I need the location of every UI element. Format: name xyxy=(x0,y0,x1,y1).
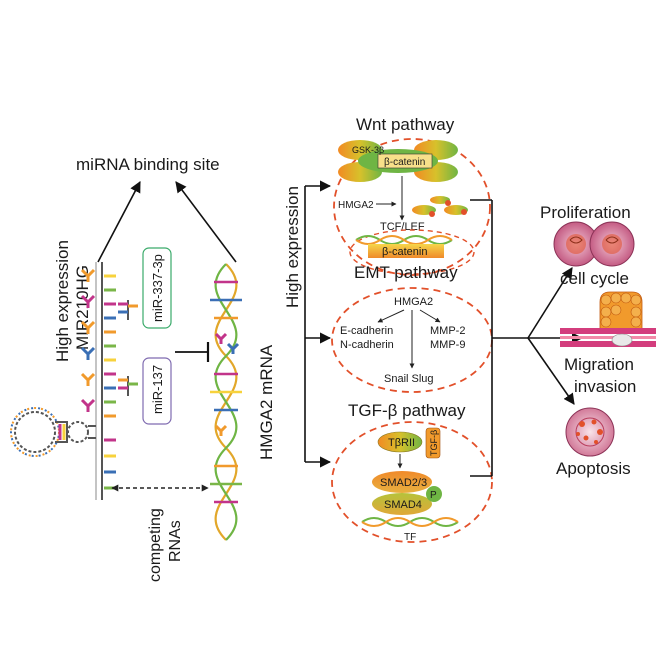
lncrna-hairpin-loop xyxy=(10,407,96,457)
dna-helix-wnt xyxy=(355,235,453,245)
high-expression-text: High expression xyxy=(283,186,302,308)
tf-label: TF xyxy=(404,532,416,543)
mir-137-text: miR-137 xyxy=(150,365,165,414)
wnt-pathway-title: Wnt pathway xyxy=(356,115,455,134)
smad4-label: SMAD4 xyxy=(384,499,422,511)
mir-337-3p-box xyxy=(142,247,172,329)
hmga2-mrna-text: HMGA2 mRNA xyxy=(257,344,276,460)
mir-337-3p-seed xyxy=(118,300,138,320)
snail-slug-label: Snail Slug xyxy=(384,373,434,385)
competing-text: competing xyxy=(147,508,164,582)
arrow-to-binding-site-left xyxy=(97,181,141,263)
beta-catenin-bottom-bar xyxy=(368,244,444,258)
gsk-3b-label: GSK-3β xyxy=(352,145,384,155)
migration-label: Migration xyxy=(564,355,634,374)
mir-337-3p-label: miR-337-3p xyxy=(150,254,165,322)
phospho-group xyxy=(426,486,442,502)
proliferation-label: Proliferation xyxy=(540,203,631,222)
emt-hmga2-label: HMGA2 xyxy=(394,296,433,308)
dna-helix-tgf xyxy=(361,517,459,527)
lncrna-mir210hg-strand xyxy=(80,262,116,500)
beta-catenin-fragments xyxy=(412,196,468,217)
tgf-pathway-ellipse xyxy=(331,421,493,543)
emt-arrow-right xyxy=(419,309,441,323)
tcf-lef-label: TCF/LEF xyxy=(380,221,425,233)
smad23-label: SMAD2/3 xyxy=(380,477,427,489)
rnas-text: RNAs xyxy=(167,520,184,562)
mir-337-3p-text: miR-337-3p xyxy=(150,254,165,322)
tgf-pathway-title: TGF-β pathway xyxy=(348,401,466,420)
arrow-to-apoptosis xyxy=(527,337,575,405)
mmp-2-label: MMP-2 xyxy=(430,325,465,337)
mirna-binding-site-label: miRNA binding site xyxy=(76,155,220,174)
gsk-beta-catenin-complex xyxy=(338,140,458,182)
tgf-beta-ligand-label: TGF-β xyxy=(429,430,439,456)
beta-catenin-top-label: β-catenin xyxy=(384,157,425,168)
migration-invasion-icon xyxy=(560,291,656,347)
arrow-to-proliferation xyxy=(527,267,573,339)
apoptosis-label: Apoptosis xyxy=(556,459,631,478)
emt-pathway-title: EMT pathway xyxy=(354,263,458,282)
tbrii-label: TβRII xyxy=(388,437,415,449)
wnt-hmga2-label: HMGA2 xyxy=(338,200,374,211)
competing-rnas-label: competing RNAs xyxy=(147,508,184,582)
mmp-9-label: MMP-9 xyxy=(430,339,465,351)
tgf-beta-ligand xyxy=(425,427,441,459)
cell-cycle-label: cell cycle xyxy=(560,269,629,288)
nucleus-dashed-wnt xyxy=(349,229,475,275)
apoptotic-cell-icon xyxy=(565,407,615,457)
wnt-pathway-ellipse xyxy=(333,138,491,276)
hmga2-mrna-label: HMGA2 mRNA xyxy=(257,344,276,460)
phospho-label: P xyxy=(430,490,437,501)
hmga2-mrna-helix xyxy=(210,263,242,541)
dividing-cell-icon xyxy=(553,221,635,267)
mir-137-label: miR-137 xyxy=(150,365,165,414)
tgf-beta-text: TGF-β xyxy=(429,430,439,456)
mir-137-box xyxy=(142,357,172,425)
emt-arrow-left xyxy=(377,309,405,323)
beta-catenin-bottom-label: β-catenin xyxy=(382,246,427,258)
invasion-label: invasion xyxy=(574,377,636,396)
lnc-label-line1: High expression xyxy=(53,240,72,362)
arrow-to-binding-site-right xyxy=(175,181,237,263)
n-cadherin-label: N-cadherin xyxy=(340,339,394,351)
mir-137-seed xyxy=(118,376,138,396)
e-cadherin-label: E-cadherin xyxy=(340,325,393,337)
smad23-protein xyxy=(372,471,432,493)
high-expression-label: High expression xyxy=(283,186,302,308)
tbrii-receptor xyxy=(377,431,423,453)
smad4-protein xyxy=(372,493,432,515)
